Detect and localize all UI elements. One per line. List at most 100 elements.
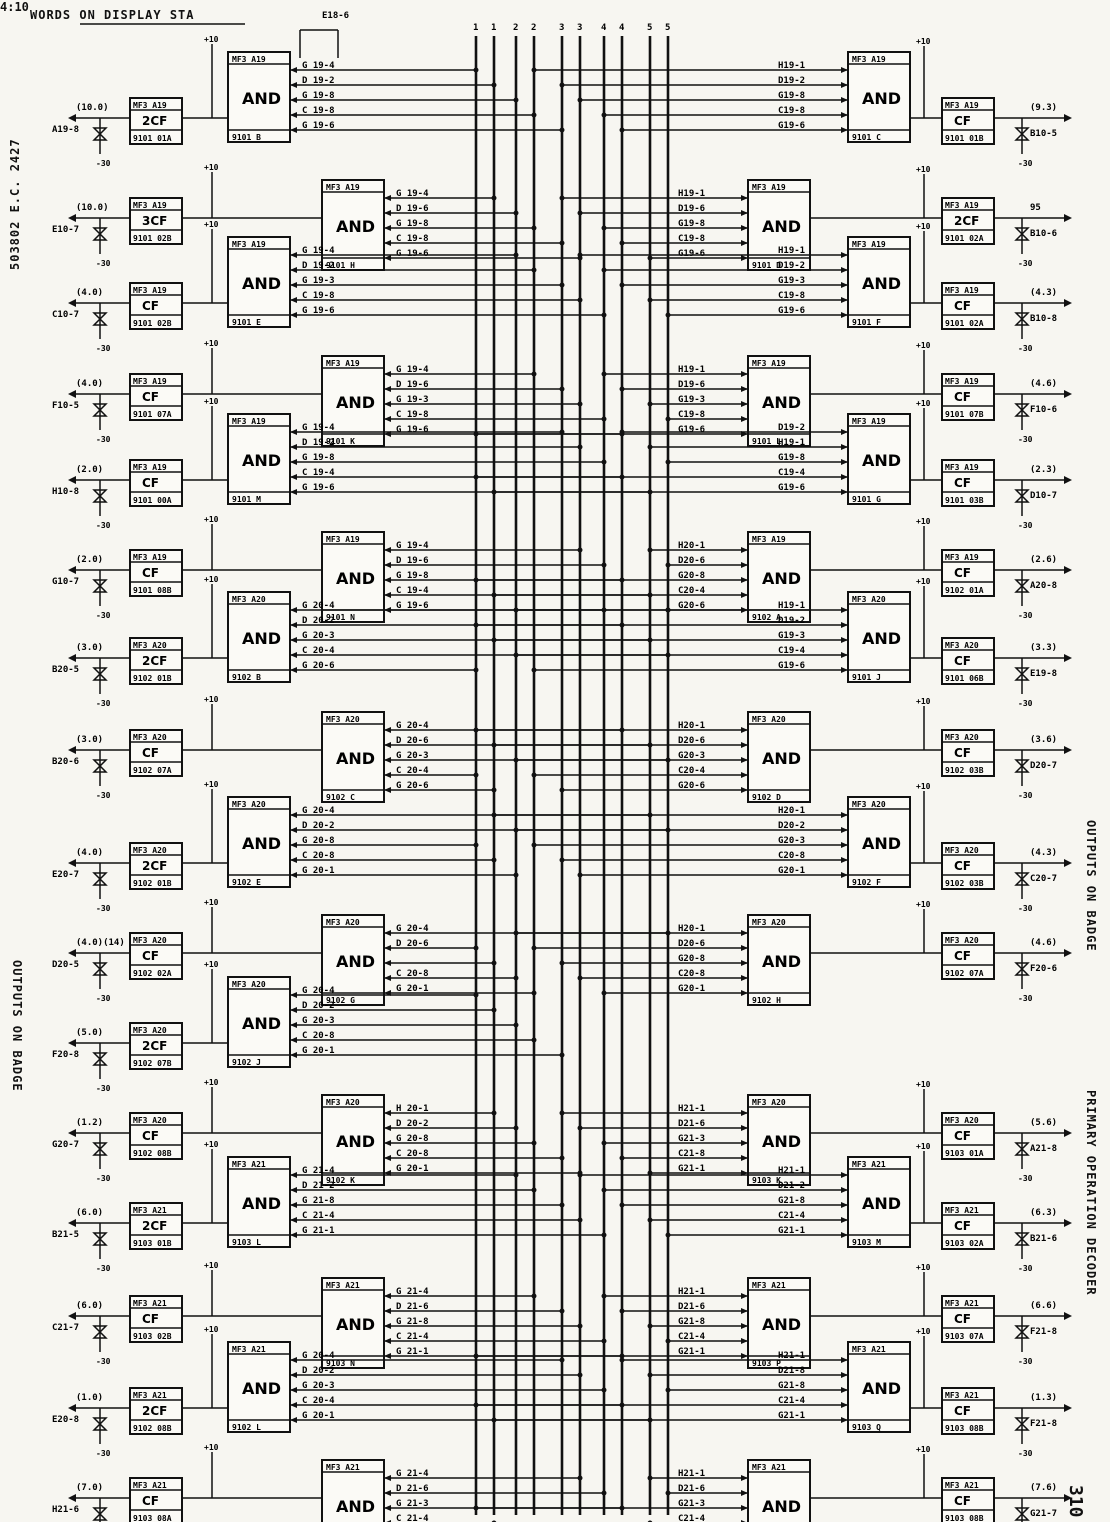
supply-minus: -30 [1018,904,1033,913]
card-number: 9101 H [326,261,355,270]
output-pin: E20-8 [52,1415,79,1425]
cf-label: CF [954,299,971,313]
input-signal: H 20-1 [396,1104,429,1114]
bus-junction [513,975,519,981]
diode-symbol [1014,1325,1030,1339]
output-pin: D10-7 [1030,491,1057,501]
bus-junction [531,1293,537,1299]
bus-junction [647,1217,653,1223]
input-signal: G 21-4 [396,1287,429,1297]
input-signal: G19-6 [778,483,805,493]
input-arrow [741,225,748,231]
card-label: MF3 A20 [752,918,786,927]
cathode-follower-block [941,197,995,245]
output-arrow [1064,114,1072,122]
input-signal: G20-6 [678,601,705,611]
card-label: MF3 A19 [945,377,979,386]
supply-plus: +10 [916,341,931,350]
card-label: MF3 A20 [945,641,979,650]
supply-plus: +10 [204,575,219,584]
input-signal: G 19-6 [396,425,429,435]
bus-junction [491,1110,497,1116]
input-signal: G 20-3 [302,631,335,641]
supply-minus: -30 [1018,435,1033,444]
supply-minus: -30 [1018,521,1033,530]
card-number: 9102 K [326,1176,355,1185]
output-level: (5.6) [1030,1118,1057,1128]
input-signal: G21-1 [778,1411,805,1421]
input-signal: G 19-4 [302,423,335,433]
output-pin: B10-5 [1030,129,1057,139]
cf-label: CF [954,1219,971,1233]
output-pin: F21-8 [1030,1419,1057,1429]
input-arrow [290,459,297,465]
input-signal: D 20-2 [302,821,335,831]
input-arrow [290,652,297,658]
output-arrow [68,1129,76,1137]
supply-minus: -30 [96,994,111,1003]
bus-junction [601,112,607,118]
output-pin: A21-8 [1030,1144,1057,1154]
cathode-follower-block [941,729,995,777]
supply-plus: +10 [204,898,219,907]
bus-junction [531,945,537,951]
cf-label: CF [954,746,971,760]
and-label: AND [862,629,901,648]
bus-junction [577,975,583,981]
and-label: AND [862,1194,901,1213]
input-arrow [841,297,848,303]
input-signal: C 20-8 [302,1031,335,1041]
bus-junction [491,857,497,863]
diode-symbol [92,1417,108,1431]
supply-minus: -30 [96,344,111,353]
input-signal: D 19-6 [396,380,429,390]
card-number: 9101 00A [133,496,172,505]
input-arrow [384,210,391,216]
bus-junction [559,195,565,201]
supply-minus: -30 [1018,699,1033,708]
bus-junction [559,1110,565,1116]
bus-junction [601,1387,607,1393]
output-pin: F21-8 [1030,1327,1057,1337]
input-signal: G 19-3 [302,276,335,286]
bus-junction [531,772,537,778]
bus-junction [601,562,607,568]
output-level: 95 [1030,203,1041,213]
supply-minus: -30 [96,1174,111,1183]
supply-minus: -30 [96,904,111,913]
output-level: (2.0) [76,555,103,565]
input-signal: C 20-4 [302,646,335,656]
bus-junction [577,401,583,407]
output-arrow [1064,1404,1072,1412]
bus-junction [473,842,479,848]
bus-junction [513,930,519,936]
input-arrow [384,547,391,553]
bus-junction [473,1353,479,1359]
bus-junction [559,1357,565,1363]
output-pin: D20-5 [52,960,79,970]
input-signal: G 20-1 [302,866,335,876]
bus-junction [559,787,565,793]
and-gate [747,1094,811,1186]
cathode-follower-block [941,282,995,330]
input-arrow [290,1172,297,1178]
input-arrow [384,1353,391,1359]
input-arrow [841,637,848,643]
input-signal: C21-4 [778,1396,806,1406]
card-label: MF3 A21 [752,1463,786,1472]
input-arrow [841,857,848,863]
and-label: AND [336,952,375,971]
card-number: 9101 02B [133,319,172,328]
output-arrow [68,746,76,754]
card-label: MF3 A20 [133,1116,167,1125]
cathode-follower-block [129,1295,183,1343]
bus-junction [577,210,583,216]
supply-minus: -30 [1018,1174,1033,1183]
diode-symbol [92,759,108,773]
diode-symbol [1014,403,1030,417]
bus-junction [601,607,607,613]
supply-plus: +10 [204,1261,219,1270]
card-label: MF3 A19 [945,201,979,210]
and-label: AND [242,89,281,108]
input-arrow [841,282,848,288]
